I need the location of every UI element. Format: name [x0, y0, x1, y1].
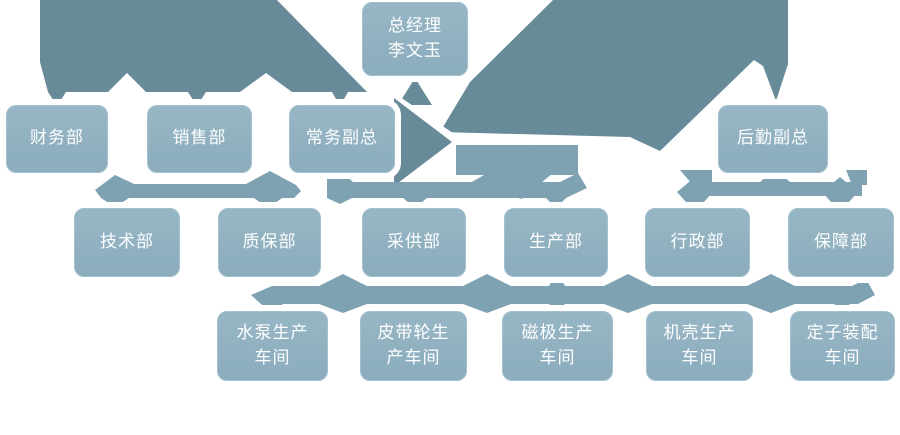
node-casing-workshop[interactable]: 机壳生产 车间: [646, 311, 753, 381]
node-finance-dept[interactable]: 财务部: [6, 105, 108, 173]
node-magnetic-pole-workshop[interactable]: 磁极生产 车间: [502, 311, 613, 381]
connector-gm-left-wing: [40, 0, 367, 106]
node-water-pump-workshop[interactable]: 水泵生产 车间: [217, 311, 328, 381]
node-technology-dept[interactable]: 技术部: [74, 208, 180, 277]
connector-logi-arm-right: [846, 170, 867, 185]
connector-logi-peak: [760, 169, 790, 182]
node-pulley-workshop[interactable]: 皮带轮生 产车间: [360, 311, 467, 381]
connector-row3-band-mid: [327, 170, 587, 208]
node-stator-assembly-workshop[interactable]: 定子装配 车间: [790, 311, 895, 381]
connector-exec-arrow: [394, 98, 452, 186]
connector-logi-head-right: [822, 177, 858, 212]
connector-logi-band: [690, 182, 862, 196]
connector-gm-chevron: [398, 78, 432, 105]
connector-logi-arm-left: [680, 170, 712, 184]
node-executive-deputy-gm[interactable]: 常务副总: [289, 105, 395, 173]
node-sales-dept[interactable]: 销售部: [147, 105, 252, 173]
node-production-dept[interactable]: 生产部: [504, 208, 608, 277]
node-quality-dept[interactable]: 质保部: [218, 208, 321, 277]
connector-row3-band-left: [95, 171, 301, 208]
connector-row4-band: [251, 271, 875, 313]
node-procurement-dept[interactable]: 采供部: [362, 208, 466, 277]
node-support-dept[interactable]: 保障部: [788, 208, 894, 277]
node-admin-dept[interactable]: 行政部: [645, 208, 750, 277]
node-logistics-deputy-gm[interactable]: 后勤副总: [718, 105, 828, 173]
connector-gm-right-wing: [440, 0, 788, 151]
node-general-manager[interactable]: 总经理 李文玉: [362, 2, 468, 76]
